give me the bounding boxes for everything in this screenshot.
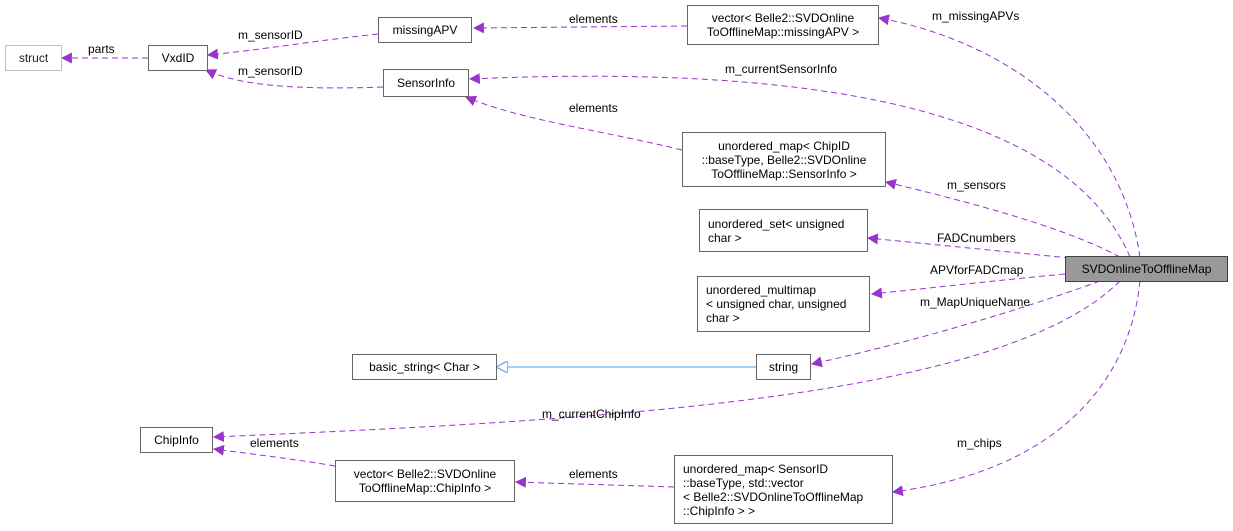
edge-label-elements-chip-left: elements bbox=[250, 436, 299, 450]
node-unordered-multimap[interactable]: unordered_multimap < unsigned char, unsi… bbox=[697, 276, 870, 332]
node-sensorinfo-label: SensorInfo bbox=[396, 76, 456, 90]
edge-label-elements-chip-right: elements bbox=[569, 467, 618, 481]
edge-main-uset bbox=[866, 233, 1091, 261]
node-svdonlinetoofflinemap-label: SVDOnlineToOfflineMap bbox=[1081, 262, 1212, 276]
node-umap-sensorid-line2: ::baseType, std::vector bbox=[683, 475, 804, 490]
edge-label-m-sensors: m_sensors bbox=[947, 178, 1006, 192]
node-unordered-multimap-line1: unordered_multimap bbox=[706, 283, 817, 297]
node-unordered-set[interactable]: unordered_set< unsigned char > bbox=[699, 209, 868, 252]
edge-main-chipinfo bbox=[212, 280, 1121, 443]
node-string-label: string bbox=[768, 360, 799, 374]
edge-label-m-sensorid-bottom: m_sensorID bbox=[238, 64, 303, 78]
node-umap-chipid[interactable]: unordered_map< ChipID ::baseType, Belle2… bbox=[682, 132, 886, 187]
node-umap-sensorid-line1: unordered_map< SensorID bbox=[683, 461, 829, 476]
node-missingapv[interactable]: missingAPV bbox=[378, 17, 472, 43]
edge-label-elements-sensor: elements bbox=[569, 101, 618, 115]
node-umap-sensorid[interactable]: unordered_map< SensorID ::baseType, std:… bbox=[674, 455, 893, 524]
edge-sensorinfo-vxdid bbox=[205, 69, 384, 89]
edge-label-elements-missing: elements bbox=[569, 12, 618, 26]
node-vector-chipinfo-line2: ToOfflineMap::ChipInfo > bbox=[358, 481, 492, 495]
edge-label-apvforfadcmap: APVforFADCmap bbox=[930, 263, 1024, 277]
edge-vectorchip-chipinfo bbox=[212, 444, 336, 467]
node-chipinfo-label: ChipInfo bbox=[154, 433, 199, 447]
edge-label-m-chips: m_chips bbox=[957, 436, 1002, 450]
node-vector-missingapv-line1: vector< Belle2::SVDOnline bbox=[711, 11, 855, 25]
node-struct-label: struct bbox=[18, 51, 49, 65]
node-sensorinfo[interactable]: SensorInfo bbox=[383, 69, 469, 97]
node-vector-chipinfo-line1: vector< Belle2::SVDOnline bbox=[353, 467, 497, 481]
node-umap-sensorid-line4: ::ChipInfo > > bbox=[683, 503, 756, 518]
node-struct[interactable]: struct bbox=[5, 45, 62, 71]
edge-umap-sensorinfo bbox=[464, 95, 683, 151]
node-vxdid[interactable]: VxdID bbox=[148, 45, 208, 71]
edge-label-m-currentchipinfo: m_currentChipInfo bbox=[542, 407, 641, 421]
node-basic-string[interactable]: basic_string< Char > bbox=[352, 354, 497, 380]
node-basic-string-label: basic_string< Char > bbox=[369, 360, 480, 374]
node-vector-missingapv[interactable]: vector< Belle2::SVDOnline ToOfflineMap::… bbox=[687, 5, 879, 45]
edge-main-umap-chipid bbox=[884, 178, 1121, 258]
edge-label-m-mapuniquename: m_MapUniqueName bbox=[920, 295, 1031, 309]
edge-main-umultimap bbox=[870, 273, 1066, 299]
node-umap-chipid-line3: ToOfflineMap::SensorInfo > bbox=[711, 166, 857, 181]
edge-missingapv-vxdid bbox=[206, 33, 379, 60]
edge-label-m-missingapvs: m_missingAPVs bbox=[932, 9, 1020, 23]
node-string[interactable]: string bbox=[756, 354, 811, 380]
node-umap-sensorid-line3: < Belle2::SVDOnlineToOfflineMap bbox=[683, 489, 864, 504]
node-vector-chipinfo[interactable]: vector< Belle2::SVDOnline ToOfflineMap::… bbox=[335, 460, 515, 502]
edge-main-sensorinfo bbox=[468, 73, 1131, 258]
edge-label-m-currentsensorinfo: m_currentSensorInfo bbox=[725, 62, 838, 76]
node-unordered-set-line1: unordered_set< unsigned bbox=[708, 216, 845, 231]
node-vector-missingapv-line2: ToOfflineMap::missingAPV > bbox=[706, 25, 860, 39]
edge-main-umap-sensorid bbox=[891, 280, 1141, 497]
node-chipinfo[interactable]: ChipInfo bbox=[140, 427, 213, 453]
edge-label-m-sensorid-top: m_sensorID bbox=[238, 28, 303, 42]
node-unordered-multimap-line2: < unsigned char, unsigned bbox=[706, 297, 847, 311]
node-unordered-set-line2: char > bbox=[708, 230, 742, 245]
node-missingapv-label: missingAPV bbox=[392, 23, 458, 37]
edge-label-fadcnumbers: FADCnumbers bbox=[937, 231, 1016, 245]
edge-main-string bbox=[810, 280, 1101, 368]
node-unordered-multimap-line3: char > bbox=[706, 311, 740, 325]
node-umap-chipid-line1: unordered_map< ChipID bbox=[718, 138, 850, 153]
node-umap-chipid-line2: ::baseType, Belle2::SVDOnline bbox=[701, 152, 867, 167]
edge-main-vector-missing bbox=[877, 14, 1141, 258]
edge-vector-missingapv bbox=[472, 22, 688, 34]
node-svdonlinetoofflinemap[interactable]: SVDOnlineToOfflineMap bbox=[1065, 256, 1228, 282]
edge-umap-vectorchip bbox=[514, 476, 675, 488]
node-vxdid-label: VxdID bbox=[161, 51, 195, 65]
edge-label-parts: parts bbox=[88, 42, 115, 56]
